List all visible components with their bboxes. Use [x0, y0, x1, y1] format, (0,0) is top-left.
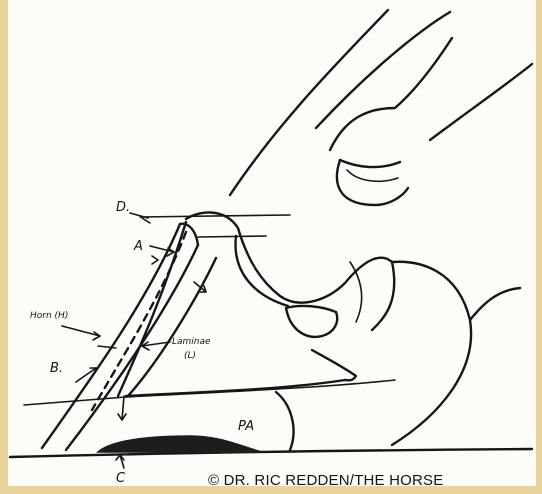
ground-line — [10, 449, 532, 457]
reference-line-d — [140, 215, 290, 217]
label-horn: Horn (H) — [30, 311, 68, 321]
hoof-wall-outer — [42, 224, 180, 448]
label-b: B. — [50, 361, 63, 376]
ground-parallel-line — [24, 397, 126, 405]
pastern-joint — [340, 160, 400, 167]
navicular-shadow — [350, 262, 362, 322]
palmar-angle-arc — [276, 392, 294, 450]
measure-horn-arrow — [62, 326, 116, 348]
measure-c-arrow — [116, 455, 124, 468]
coffin-bone-wing — [312, 350, 356, 380]
label-d: D. — [116, 200, 130, 215]
coffin-bone-outline — [186, 212, 394, 330]
label-laminae: Laminae — [172, 337, 211, 347]
label-pa: PA — [238, 419, 254, 434]
hoof-wall-inner — [66, 245, 198, 450]
navicular-bone — [286, 306, 337, 337]
label-laminae-abbr: (L) — [184, 351, 196, 361]
coffin-bone-base — [126, 380, 345, 396]
measure-d-arrows — [130, 213, 150, 223]
heel-bulb — [392, 262, 471, 445]
short-pastern-inner-line — [347, 170, 398, 181]
sole-shaded-region — [98, 436, 262, 452]
sole-depth-arrow — [118, 396, 126, 420]
label-c: C — [116, 471, 126, 486]
fetlock-back-line — [430, 64, 532, 140]
reference-line-a — [198, 236, 266, 237]
frog-back — [470, 288, 520, 320]
coffin-bone-front — [118, 222, 186, 396]
label-a: A — [133, 239, 143, 254]
copyright-credit: © DR. RIC REDDEN/THE HORSE — [208, 472, 443, 489]
